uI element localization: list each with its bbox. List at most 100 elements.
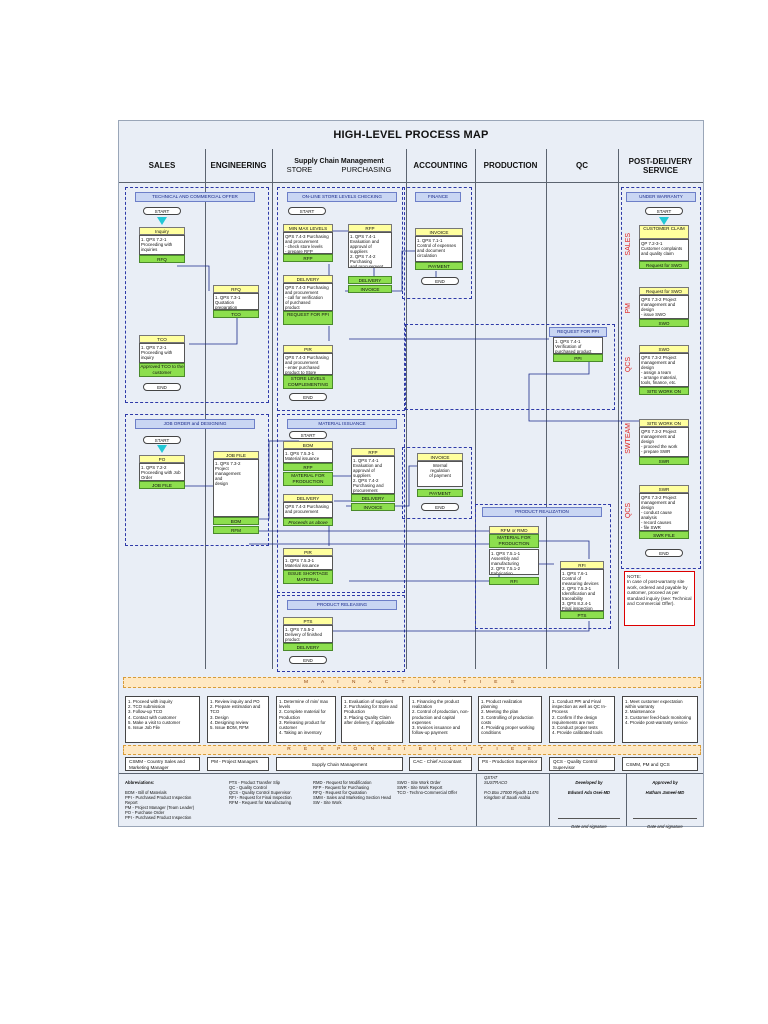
node-end-finance: END — [421, 277, 459, 285]
text-bom: 1. QPS 7.5.3-1 Material issuance — [283, 449, 333, 463]
node-payment: PAYMENT — [415, 262, 463, 270]
node-rfi-prod: RFI — [489, 577, 539, 585]
section-online-store: ON-LINE STORE LEVELS CHECKING — [287, 192, 397, 202]
node-end-release: END — [289, 656, 327, 664]
node-invoice-2: INVOICE — [417, 453, 463, 461]
node-proceed-above: Proceeds as above — [283, 518, 333, 526]
frame-tech-offer — [125, 187, 269, 403]
node-rfq: RFQ — [213, 285, 259, 293]
node-rfp-store: RFP — [283, 254, 333, 262]
page-title: HIGH-LEVEL PROCESS MAP — [333, 129, 489, 141]
text-rfq: 1. QPS 7.3-1 Quotation preparation — [213, 293, 259, 310]
node-rfm-rmd: RFM or RMD — [489, 526, 539, 534]
node-rfp: RFP — [348, 224, 392, 232]
column-qc: QC — [546, 149, 618, 182]
node-start-material: START — [289, 431, 327, 439]
column-scm: Supply Chain Management STORE PURCHASING — [272, 149, 406, 182]
node-start-store: START — [288, 207, 326, 215]
column-sales: SALES — [119, 149, 205, 182]
date-signature-2: Date and signature — [647, 824, 683, 829]
footer-divider-3 — [549, 773, 550, 826]
frame-finance — [402, 187, 472, 299]
footer-divider — [119, 773, 703, 774]
approved-by-name: Hatham Jameel-MD — [645, 790, 685, 795]
node-swo-2: SWO — [639, 345, 689, 353]
text-pts: 1. QPS 7.5.5-2 Delivery of finished prod… — [283, 625, 333, 643]
node-tco: TCO — [139, 335, 185, 343]
node-invoice-purch-2: INVOICE — [351, 503, 395, 511]
arrow-down-icon — [157, 217, 167, 225]
activity-purchasing: 1. Evaluation of suppliers 2. Purchasing… — [341, 696, 403, 743]
section-tech-offer: TECHNICAL AND COMMERCIAL OFFER — [135, 192, 255, 202]
node-job-file: JOB FILE — [213, 451, 259, 459]
activity-accounting: 1. Financing the product realization 2. … — [409, 696, 472, 743]
node-delivery-2: DELIVERY — [283, 494, 333, 502]
text-rfp: 1. QPS 7.4-1 Evaluation and approval of … — [348, 232, 392, 268]
section-under-warranty: UNDER WARRANTY — [626, 192, 696, 202]
node-material-production-2: MATERIAL FOR PRODUCTION — [489, 534, 539, 548]
text-invoice2: Internal regulation of payment — [417, 461, 463, 487]
node-end-sales: END — [143, 383, 181, 391]
column-store: STORE — [286, 164, 313, 174]
developed-by-label: Developed by — [575, 780, 603, 785]
node-request-swo-2: Request for SWO — [639, 287, 689, 295]
resp-qc: QCS - Quality Control Supervisor — [549, 757, 615, 771]
text-swo: QPS 7.3-2 Project management and design … — [639, 353, 689, 387]
abbrev-col-3: RMD - Request for Modification RFP - Req… — [313, 780, 391, 805]
abbrev-col-2: PTS - Product Transfer Slip QC - Quality… — [229, 780, 292, 805]
activity-production: 1. Product realization planning 2. Meeti… — [478, 696, 542, 743]
frame-product-releasing — [277, 595, 405, 672]
column-postdelivery: POST-DELIVERY SERVICE — [618, 149, 703, 182]
section-request-ppi: REQUEST FOR PPI — [549, 327, 607, 337]
node-rfp-2: RFP — [351, 448, 395, 456]
main-activities-header: M A I N A C T I V I T I E S — [123, 677, 701, 688]
note-text: NOTE: In case of post-warranty site work… — [627, 574, 692, 607]
header-divider — [119, 182, 703, 183]
column-engineering: ENGINEERING — [205, 149, 272, 182]
node-customer-claim: CUSTOMER CLAIM — [639, 225, 689, 239]
text-tco: 1. QPS 7.2-1 Proceeding with inquiry — [139, 343, 185, 363]
column-purchasing: PURCHASING — [341, 164, 392, 174]
resp-postdelivery: CSMM, PM and QCS — [622, 757, 698, 771]
node-start-sales: START — [143, 207, 181, 215]
text-reqswo: QPS 7.3-2 Project management and design … — [639, 295, 689, 319]
text-pir2: 1. QPS 7.5.3-1 Material issuance — [283, 556, 333, 570]
date-signature-1: Date and signature — [571, 824, 607, 829]
node-invoice: INVOICE — [415, 228, 463, 236]
node-tco-eng: TCO — [213, 310, 259, 318]
node-request-swo: Request for SWO — [639, 261, 689, 269]
resp-sales: CSMM - Country Sales and Marketing Manag… — [125, 757, 200, 771]
node-po: PO — [139, 455, 185, 463]
node-delivery-3: DELIVERY — [283, 643, 333, 651]
node-swr-2: SWR — [639, 485, 689, 493]
node-rfq-sales: RFQ — [139, 255, 185, 263]
node-delivery-purch-2: DELIVERY — [351, 494, 395, 502]
activity-sales: 1. Proceed with inquiry 2. TCO submissio… — [125, 696, 200, 743]
node-start-job: START — [143, 436, 181, 444]
node-delivery-purch: DELIVERY — [348, 276, 392, 284]
text-delivery: QPS 7.4-3 Purchasing and procurement - c… — [283, 283, 333, 311]
column-scm-title: Supply Chain Management — [294, 157, 384, 165]
resp-scm: Supply Chain Management — [276, 757, 403, 771]
developed-by-name: Edward Ada Osei-MD — [567, 790, 611, 795]
node-ppi: PPI — [553, 354, 603, 362]
node-bom-eng: BOM — [213, 517, 259, 525]
company-block: QSTAT SUSTRACO P.O.Box 27000 Riyadh 1147… — [484, 775, 539, 800]
process-map-sheet: HIGH-LEVEL PROCESS MAP SALES ENGINEERING… — [118, 120, 704, 829]
arrow-down-icon — [659, 217, 669, 225]
node-site-work-on: SITE WORK ON — [639, 387, 689, 395]
node-rfm-eng: RFM — [213, 526, 259, 534]
abbrev-title: Abbreviations: — [125, 780, 155, 785]
divider-2 — [272, 149, 273, 669]
developed-block: Developed by Edward Ada Osei-MD Date and… — [554, 775, 624, 829]
node-pir: PIR — [283, 345, 333, 353]
text-jobfile: 1. QPS 7.3-2 Project management and desi… — [213, 459, 259, 517]
node-swr: SWR — [639, 457, 689, 465]
approved-by-label: Approved by — [652, 780, 678, 785]
node-invoice-purch: INVOICE — [348, 285, 392, 293]
footer-divider-2 — [476, 773, 477, 826]
text-siteworkon: QPS 7.3-2 Project management and design … — [639, 427, 689, 457]
node-job-file-sales: JOB FILE — [139, 481, 185, 489]
approved-block: Approved by Hatham Jameel-MD Date and si… — [629, 775, 701, 829]
divider-6 — [618, 149, 619, 669]
